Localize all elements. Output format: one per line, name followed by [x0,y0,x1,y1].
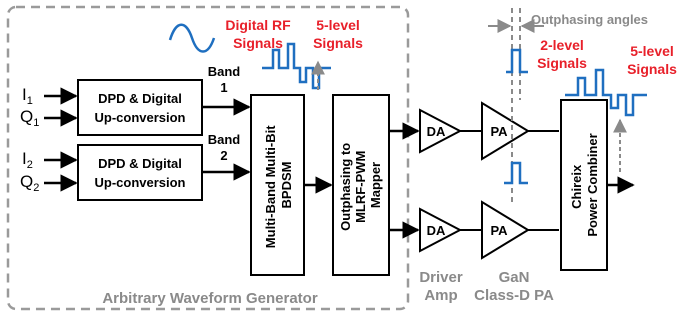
band2-number: 2 [220,148,227,163]
five-level-a-label-2: Signals [313,35,363,51]
band1-number: 1 [220,80,227,95]
svg-text:I2: I2 [22,149,33,171]
input-i2: I2 [22,149,33,171]
pa-amplifier-top [481,101,530,161]
band1-label: Band [208,64,241,79]
da-amplifier-bottom [419,207,463,253]
band2-label: Band [208,132,241,147]
outphasing-angles-label: Outphasing angles [531,12,648,27]
chireix-combiner-block [560,99,608,271]
gan-pa-label-2: Class-D PA [474,287,554,304]
bpdsm-label: Multi-Band Multi-Bit BPDSM [263,122,294,248]
svg-text:Q2: Q2 [20,172,39,194]
driver-amp-label-1: Driver [419,269,463,286]
input-i1: I1 [22,85,33,107]
digital-rf-label-2: Signals [233,35,283,51]
five-level-waveform-a [262,42,331,90]
dpd-block-2 [77,144,203,201]
two-level-label-2: Signals [537,55,587,71]
five-level-b-label-1: 5-level [630,43,674,59]
awg-frame [6,5,410,311]
two-level-waveform-top [506,48,528,74]
digital-rf-label-1: Digital RF [225,17,291,33]
awg-label: Arbitrary Waveform Generator [102,290,318,307]
five-level-waveform-b [565,68,647,117]
five-level-a-label-1: 5-level [316,17,360,33]
da-top-label: DA [427,124,446,139]
dpd-block-2-line2: Up-conversion [94,175,185,190]
input-q1: Q1 [20,107,39,129]
digital-rf-waveform [168,23,216,53]
gan-pa-label-1: GaN [499,269,530,286]
dpd-block-1-line2: Up-conversion [94,110,185,125]
mapper-label: Outphasing to MLRF-PWM Mapper [338,139,383,231]
pa-amplifier-bottom [481,200,530,260]
driver-amp-label-2: Amp [424,287,457,304]
svg-text:Q1: Q1 [20,107,39,129]
dpd-block-1 [77,79,203,136]
pa-top-label: PA [490,124,508,139]
da-bottom-label: DA [427,223,446,238]
chireix-combiner-label: Chireix Power Combiner [569,133,600,236]
five-level-b-label-2: Signals [627,61,677,77]
svg-text:I1: I1 [22,85,33,107]
two-level-label-1: 2-level [540,37,584,53]
dpd-block-2-line1: DPD & Digital [98,156,182,171]
mapper-block [332,94,390,276]
pa-bottom-label: PA [490,223,508,238]
input-q2: Q2 [20,172,39,194]
da-amplifier-top [419,108,463,154]
two-level-waveform-bottom [504,161,528,185]
dpd-block-1-line1: DPD & Digital [98,91,182,106]
